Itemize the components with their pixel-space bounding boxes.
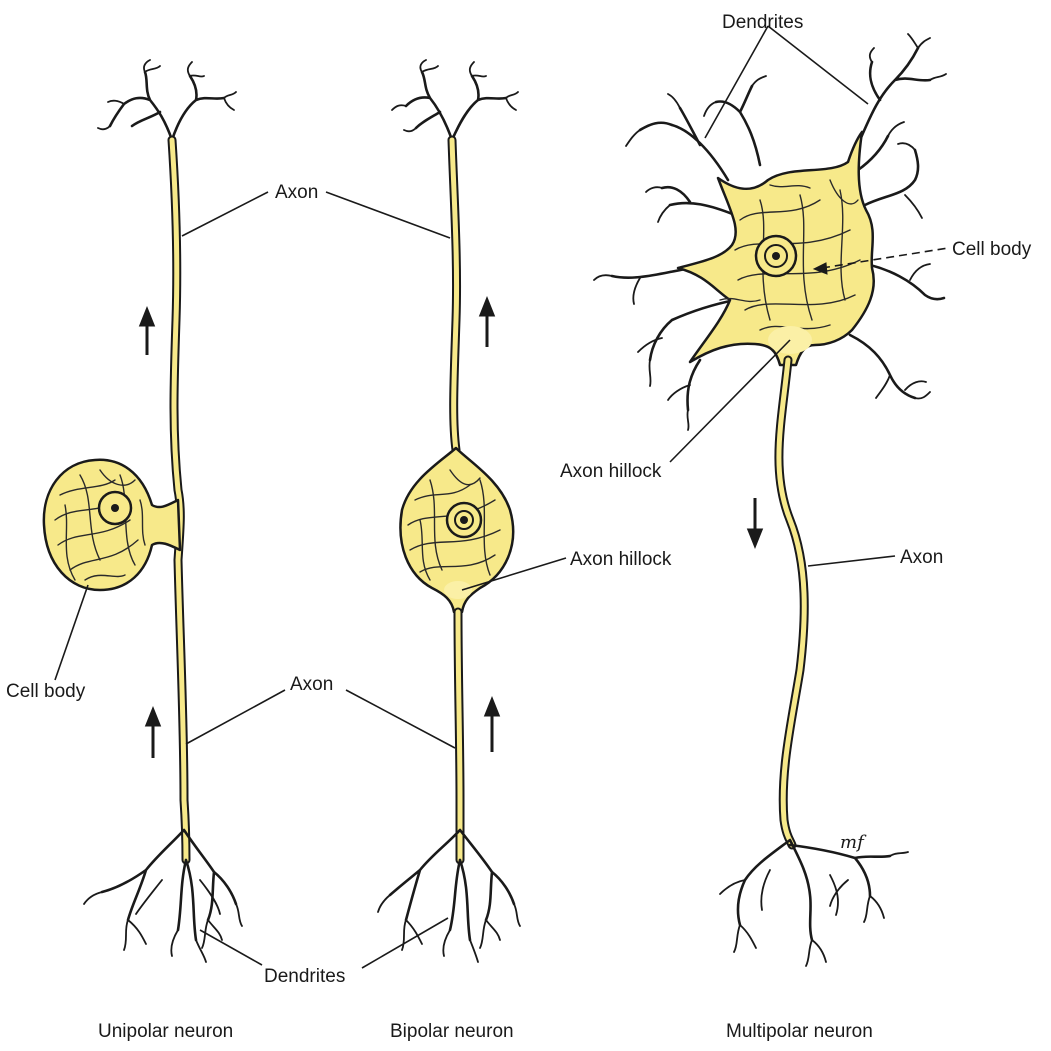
multipolar-title: Multipolar neuron [726, 1021, 873, 1042]
multipolar-dendrites-label: Dendrites [722, 12, 803, 33]
multipolar-arrow [746, 498, 764, 550]
multipolar-cell-body-label: Cell body [952, 239, 1032, 260]
unipolar-neuron: Axon Axon Cell body Dendrites Unipolar n… [6, 59, 345, 1042]
unipolar-title: Unipolar neuron [98, 1021, 233, 1042]
unipolar-arrow-upper [138, 305, 156, 355]
bipolar-arrow-lower [483, 695, 501, 752]
multipolar-dendrites [593, 33, 947, 431]
bipolar-bottom-branches [377, 828, 521, 963]
unipolar-axon-lower-label: Axon [290, 674, 333, 695]
bipolar-cell-body [399, 446, 515, 614]
multipolar-neuron: mf Dendrites Cell body Axon hillock Axon… [560, 12, 1032, 1042]
multipolar-axon-label: Axon [900, 547, 943, 568]
multipolar-cell-body [676, 130, 875, 367]
bipolar-top-branches [391, 59, 519, 142]
bipolar-arrow-upper [478, 295, 496, 347]
bipolar-axon-hillock [444, 581, 472, 599]
unipolar-arrow-lower [144, 705, 162, 758]
unipolar-cell-body-label: Cell body [6, 681, 86, 702]
unipolar-bottom-branches [83, 828, 243, 963]
bipolar-title: Bipolar neuron [390, 1021, 514, 1042]
unipolar-top-branches [97, 59, 237, 142]
dendrites-label-shared: Dendrites [264, 966, 345, 987]
multipolar-axon-hillock-label: Axon hillock [560, 461, 662, 482]
bipolar-axon-hillock-label: Axon hillock [570, 549, 672, 570]
artist-signature: mf [840, 832, 867, 853]
multipolar-axon-terminals [719, 838, 909, 967]
unipolar-axon-upper-label: Axon [275, 182, 318, 203]
unipolar-cell-body [42, 458, 182, 592]
bipolar-neuron: Axon hillock Bipolar neuron [325, 59, 672, 1042]
